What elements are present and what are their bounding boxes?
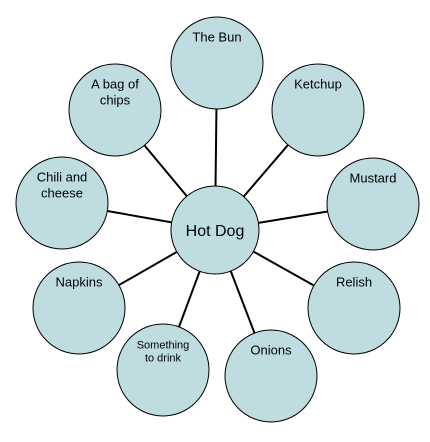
- bubble-ketchup: Ketchup: [271, 63, 365, 157]
- bubble-label-onions: Onions: [250, 343, 292, 358]
- bubble-circle-napkins: [32, 261, 126, 355]
- bubble-label-line: chips: [100, 93, 131, 108]
- bubble-label-relish: Relish: [336, 275, 372, 290]
- bubble-onions: Onions: [224, 329, 318, 423]
- bubble-label-line: Chili and: [37, 170, 88, 185]
- bubble-label-line: Onions: [250, 343, 292, 358]
- bubble-label-line: Mustard: [350, 171, 397, 186]
- bubble-label-line: Ketchup: [294, 77, 342, 92]
- bubble-label-line: A bag of: [91, 77, 139, 92]
- bubble-label-line: to drink: [145, 353, 182, 365]
- bubble-label-ketchup: Ketchup: [294, 77, 342, 92]
- bubble-circle-chili-and-cheese: [15, 156, 109, 250]
- bubble-circle-onions: [224, 329, 318, 423]
- bubble-label-line: The Bun: [192, 30, 241, 45]
- bubble-label-line: cheese: [41, 186, 83, 201]
- bubble-the-bun: The Bun: [170, 16, 264, 110]
- bubble-circle-a-bag-of-chips: [68, 63, 162, 157]
- bubble-label-line: Napkins: [56, 275, 103, 290]
- bubble-label-the-bun: The Bun: [192, 30, 241, 45]
- bubble-napkins: Napkins: [32, 261, 126, 355]
- bubble-label-napkins: Napkins: [56, 275, 103, 290]
- bubble-label-line: Something: [137, 340, 190, 352]
- center-circle: [170, 185, 260, 275]
- bubble-circle-mustard: [326, 157, 420, 251]
- center-bubble: Hot Dog: [170, 185, 260, 275]
- center-label: Hot Dog: [186, 223, 245, 240]
- bubble-circle-relish: [307, 261, 401, 355]
- bubble-label-line: Relish: [336, 275, 372, 290]
- bubble-circle-the-bun: [170, 16, 264, 110]
- bubble-relish: Relish: [307, 261, 401, 355]
- bubble-circle-ketchup: [271, 63, 365, 157]
- bubble-mustard: Mustard: [326, 157, 420, 251]
- bubble-circle-something-to-drink: [116, 323, 210, 417]
- bubble-label-mustard: Mustard: [350, 171, 397, 186]
